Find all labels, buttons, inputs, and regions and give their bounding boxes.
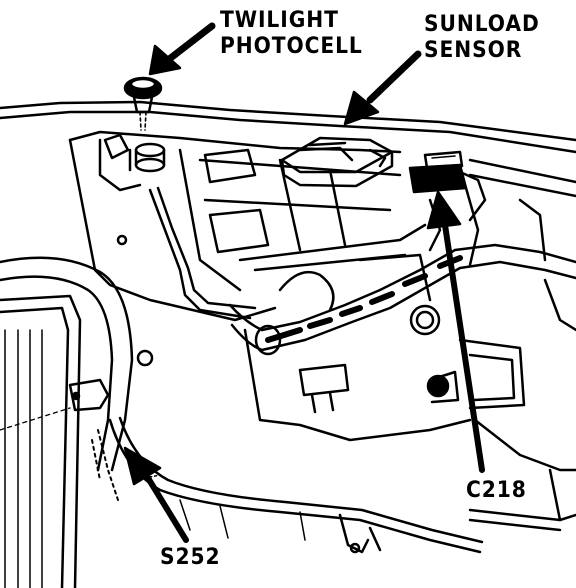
- connector-c218-label-text: C218: [466, 478, 527, 503]
- arrow-twilight-photocell: [148, 22, 216, 76]
- connector-c218-label: C218: [466, 478, 527, 504]
- panel-top-edge: [0, 100, 576, 198]
- photocell-icon: [123, 76, 163, 131]
- splice-s252-label-text: S252: [160, 545, 221, 570]
- wiring-harness: [148, 186, 576, 356]
- twilight-photocell-label-line2: PHOTOCELL: [220, 34, 363, 59]
- sunload-sensor-label: SUNLOAD SENSOR: [424, 12, 540, 64]
- dash-bracket: [68, 130, 427, 322]
- twilight-photocell-label-line1: TWILIGHT: [220, 8, 339, 33]
- arrow-c218: [426, 190, 485, 473]
- lower-harness: [91, 416, 484, 554]
- splice-s252-label: S252: [160, 545, 221, 571]
- sunload-sensor-label-line1: SUNLOAD: [424, 12, 540, 37]
- left-pocket: [0, 256, 154, 588]
- lower-panel: [243, 198, 576, 532]
- arrow-s252: [123, 446, 189, 543]
- sunload-sensor-label-line2: SENSOR: [424, 38, 523, 63]
- photocell-socket: [103, 133, 166, 173]
- twilight-photocell-label: TWILIGHT PHOTOCELL: [220, 8, 363, 60]
- arrow-sunload-sensor: [343, 50, 422, 126]
- sunload-sensor-icon: [280, 136, 394, 188]
